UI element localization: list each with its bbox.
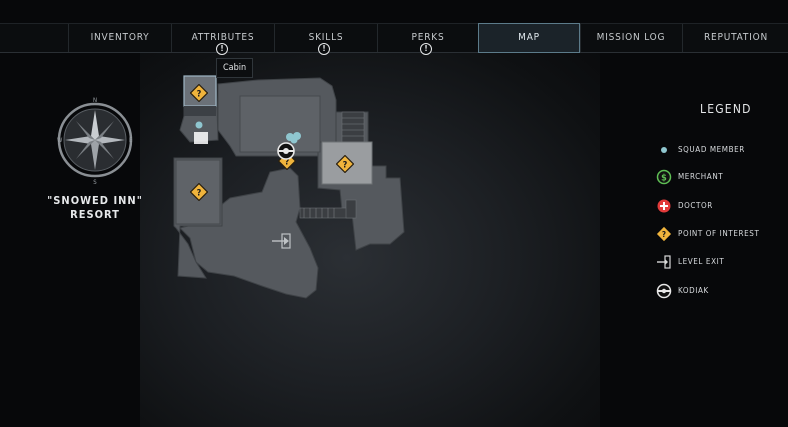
tab-mission-log[interactable]: MISSION LOG bbox=[580, 24, 681, 52]
squad-member-icon[interactable] bbox=[194, 120, 204, 130]
svg-text:?: ? bbox=[343, 161, 348, 171]
svg-text:?: ? bbox=[197, 189, 202, 199]
legend-title: LEGEND bbox=[700, 102, 752, 116]
tab-skills[interactable]: SKILLS bbox=[274, 24, 377, 52]
location-name-line1: "SNOWED INN" bbox=[47, 194, 143, 207]
point-of-interest-icon[interactable]: ? bbox=[336, 155, 354, 173]
legend-label: SQUAD MEMBER bbox=[678, 145, 745, 154]
level-exit-icon bbox=[657, 255, 671, 269]
doctor-icon bbox=[657, 199, 671, 213]
legend-label: LEVEL EXIT bbox=[678, 257, 725, 266]
map-tooltip: Cabin bbox=[216, 58, 254, 78]
perks-alert-icon: ! bbox=[420, 43, 432, 55]
svg-text:?: ? bbox=[197, 90, 202, 100]
legend-label: POINT OF INTEREST bbox=[678, 229, 760, 238]
svg-text:?: ? bbox=[662, 230, 666, 239]
squad-member-icon[interactable] bbox=[284, 130, 304, 144]
squad-member-icon bbox=[661, 147, 667, 153]
skills-alert-icon: ! bbox=[318, 43, 330, 55]
legend-label: MERCHANT bbox=[678, 172, 724, 181]
point-of-interest-icon[interactable]: ? bbox=[190, 183, 208, 201]
point-of-interest-icon[interactable]: ? bbox=[190, 84, 208, 102]
compass-rose-icon: N S W E bbox=[57, 97, 133, 184]
compass-s: S bbox=[93, 179, 97, 184]
top-nav: INVENTORY ATTRIBUTES SKILLS PERKS MAP MI… bbox=[0, 23, 788, 53]
svg-text:$: $ bbox=[661, 174, 667, 184]
kodiak-icon[interactable] bbox=[275, 142, 297, 160]
compass-n: N bbox=[93, 97, 97, 104]
kodiak-icon bbox=[656, 283, 672, 299]
location-name-line2: RESORT bbox=[70, 208, 120, 221]
location-title: "SNOWED INN" RESORT bbox=[30, 194, 160, 222]
merchant-icon: $ bbox=[656, 169, 672, 185]
tab-perks[interactable]: PERKS bbox=[377, 24, 478, 52]
attributes-alert-icon: ! bbox=[216, 43, 228, 55]
tab-reputation[interactable]: REPUTATION bbox=[682, 24, 788, 52]
legend-label: KODIAK bbox=[678, 286, 709, 295]
tab-inventory[interactable]: INVENTORY bbox=[68, 24, 171, 52]
legend-label: DOCTOR bbox=[678, 201, 713, 210]
point-of-interest-icon: ? bbox=[656, 226, 672, 242]
compass-e: E bbox=[129, 137, 133, 144]
svg-text:?: ? bbox=[285, 158, 290, 168]
tab-map[interactable]: MAP bbox=[478, 23, 580, 53]
level-exit-icon[interactable] bbox=[272, 233, 291, 249]
tab-attributes[interactable]: ATTRIBUTES bbox=[171, 24, 274, 52]
compass-w: W bbox=[57, 137, 63, 144]
